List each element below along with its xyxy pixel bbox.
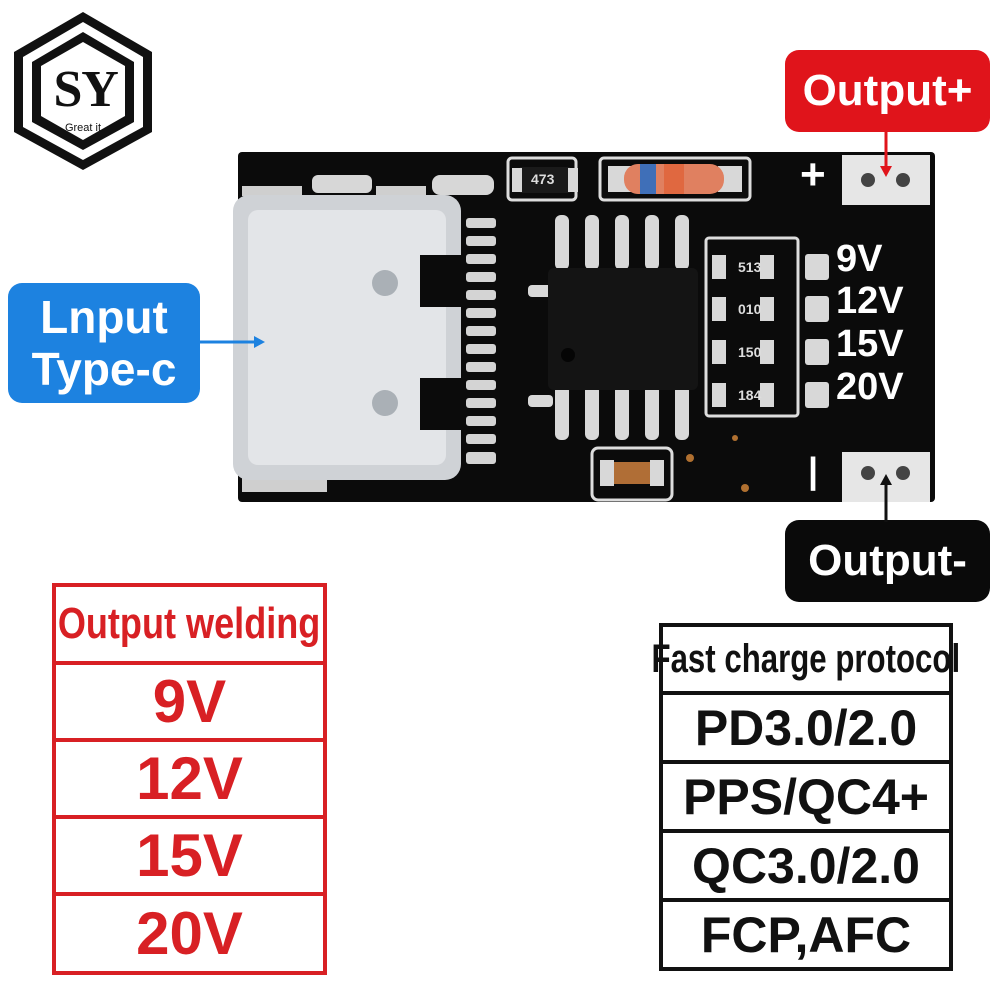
protocol-row: PPS/QC4+ <box>663 764 949 833</box>
silk-plus: + <box>800 150 826 199</box>
resistor-code-010: 010 <box>738 301 762 317</box>
protocol-table-header: Fast charge protocol <box>651 636 961 681</box>
output-plus-callout: Output+ <box>785 50 990 132</box>
input-callout-line1: Lnput <box>40 291 168 343</box>
logo-tagline: Great it <box>65 122 101 134</box>
resistor-code-513: 513 <box>738 259 762 275</box>
protocol-table-header-row: Fast charge protocol <box>652 627 960 695</box>
voltage-table-header-row: Output welding <box>56 587 323 665</box>
resistor-code-473: 473 <box>531 171 555 187</box>
silk-15v: 15V <box>836 323 904 365</box>
voltage-row: 15V <box>56 819 323 896</box>
voltage-row: 12V <box>56 742 323 819</box>
voltage-value: 15V <box>136 822 243 889</box>
ic-chip <box>548 268 698 390</box>
voltage-value: 9V <box>152 668 227 735</box>
logo-letters: S <box>54 61 83 118</box>
input-callout-line2: Type-c <box>31 343 177 395</box>
protocol-value: FCP,AFC <box>700 906 912 963</box>
protocol-row: PD3.0/2.0 <box>663 695 949 764</box>
input-arrow <box>198 336 265 348</box>
silk-minus: | <box>808 450 819 491</box>
voltage-table-header: Output welding <box>58 599 321 648</box>
input-typec-callout: Lnput Type-c <box>8 283 200 403</box>
voltage-row: 20V <box>56 896 323 971</box>
voltage-value: 12V <box>136 745 243 812</box>
output-welding-table: Output welding 9V 12V 15V 20V <box>52 583 327 975</box>
protocol-value: QC3.0/2.0 <box>692 837 920 894</box>
output-minus-arrow <box>880 474 892 522</box>
resistor-code-184: 184 <box>738 387 762 403</box>
protocol-value: PPS/QC4+ <box>683 768 929 825</box>
svg-text:Y: Y <box>81 61 119 118</box>
output-minus-callout: Output- <box>785 520 990 602</box>
voltage-value: 20V <box>136 900 243 967</box>
protocol-row: FCP,AFC <box>663 902 949 967</box>
voltage-row: 9V <box>56 665 323 742</box>
fast-charge-protocol-table: Fast charge protocol PD3.0/2.0 PPS/QC4+ … <box>652 623 960 971</box>
protocol-row: QC3.0/2.0 <box>663 833 949 902</box>
sy-logo: S Y Great it <box>14 12 152 170</box>
silk-12v: 12V <box>836 280 904 322</box>
protocol-value: PD3.0/2.0 <box>694 699 918 756</box>
silk-20v: 20V <box>836 366 904 408</box>
output-plus-arrow <box>880 130 892 177</box>
silk-9v: 9V <box>836 238 883 280</box>
resistor-code-150: 150 <box>738 344 762 360</box>
